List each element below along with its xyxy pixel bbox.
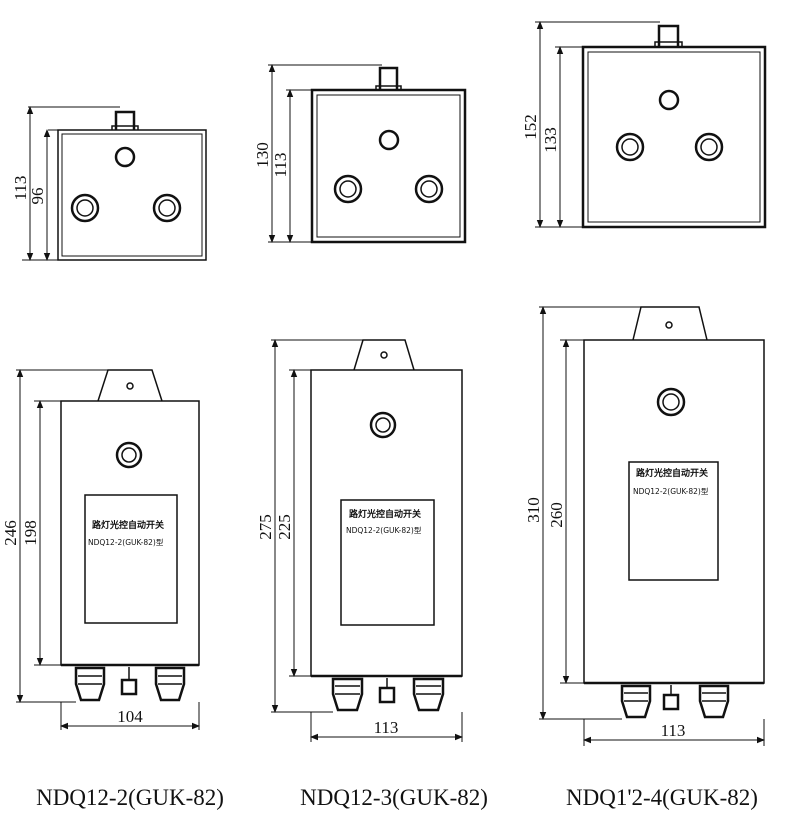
front-view-3-hanger <box>632 306 708 341</box>
front-view-1-plate-model: NDQ12-2(GUK-82)型 <box>88 538 164 547</box>
front-view-2-hanger <box>353 339 415 371</box>
top-view-2-flange <box>316 94 461 238</box>
model-caption-3: NDQ1'2-4(GUK-82) <box>566 785 758 810</box>
top-view-1: 113 96 <box>11 106 207 261</box>
top-view-3-flange <box>587 51 761 223</box>
top-view-1-right-hole <box>152 193 182 223</box>
top-view-3-inner-dim: 133 <box>541 127 560 153</box>
top-view-3: 152 133 <box>521 21 767 229</box>
top-view-3-right-hole <box>694 132 724 162</box>
top-view-2-small-hole <box>378 129 400 151</box>
front-view-3-width-dim: 113 <box>661 721 686 740</box>
top-view-3-nozzle <box>657 24 680 47</box>
top-view-3-left-hole <box>615 132 645 162</box>
front-view-1-outer-dim: 246 <box>1 520 20 546</box>
top-view-2-body <box>310 88 467 244</box>
front-view-1-cable-glands <box>74 666 186 702</box>
top-view-3-small-hole <box>658 89 680 111</box>
front-view-3-body <box>583 339 765 684</box>
model-caption-2: NDQ12-3(GUK-82) <box>300 785 488 810</box>
front-view-3: 路灯光控自动开关 NDQ12-2(GUK-82)型 310 260 113 <box>524 306 765 746</box>
front-view-3-outer-dim: 310 <box>524 497 543 523</box>
front-view-2-plate-title: 路灯光控自动开关 <box>349 508 421 520</box>
top-view-2-outer-dim: 130 <box>253 142 272 168</box>
front-view-2-plate-model: NDQ12-2(GUK-82)型 <box>346 526 422 535</box>
top-view-1-left-hole <box>70 193 100 223</box>
top-view-2-right-hole <box>414 174 444 204</box>
front-view-2-width-dim: 113 <box>374 718 399 737</box>
top-view-1-small-hole <box>114 146 136 168</box>
front-view-2-inner-dim: 225 <box>275 514 294 540</box>
front-view-2-nameplate <box>340 499 435 626</box>
top-view-2-left-hole <box>333 174 363 204</box>
front-view-3-inner-dim: 260 <box>547 502 566 528</box>
top-view-1-nozzle <box>114 110 136 130</box>
top-view-1-flange <box>61 133 203 257</box>
front-view-2-cable-glands <box>331 677 445 712</box>
front-view-3-indicator-lamp <box>656 387 686 417</box>
front-view-1-hanger <box>97 369 163 402</box>
front-view-3-plate-model: NDQ12-2(GUK-82)型 <box>633 487 709 496</box>
front-view-2: 路灯光控自动开关 NDQ12-2(GUK-82)型 275 225 113 <box>256 339 463 742</box>
front-view-1: 路灯光控自动开关 NDQ12-2(GUK-82)型 246 198 104 <box>1 369 200 730</box>
front-view-2-outer-dim: 275 <box>256 514 275 540</box>
top-view-1-inner-dim: 96 <box>28 188 47 205</box>
top-view-1-body <box>57 129 207 261</box>
top-view-1-outer-dim: 113 <box>11 176 30 201</box>
top-view-2-inner-dim: 113 <box>271 153 290 178</box>
top-view-3-body <box>581 45 767 229</box>
front-view-3-nameplate <box>628 461 719 581</box>
front-view-3-cable-glands <box>620 684 730 719</box>
front-view-1-indicator-lamp <box>115 441 143 469</box>
top-view-3-outer-dim: 152 <box>521 114 540 140</box>
front-view-3-plate-title: 路灯光控自动开关 <box>636 467 708 479</box>
top-view-2: 130 113 <box>253 64 467 244</box>
front-view-1-plate-title: 路灯光控自动开关 <box>92 519 164 531</box>
front-view-1-inner-dim: 198 <box>21 520 40 546</box>
top-view-2-nozzle <box>378 66 399 90</box>
front-view-1-body <box>60 400 200 666</box>
front-view-2-indicator-lamp <box>369 411 397 439</box>
front-view-1-width-dim: 104 <box>117 707 143 726</box>
model-caption-1: NDQ12-2(GUK-82) <box>36 785 224 810</box>
front-view-2-body <box>310 369 463 677</box>
front-view-1-nameplate <box>84 494 178 624</box>
